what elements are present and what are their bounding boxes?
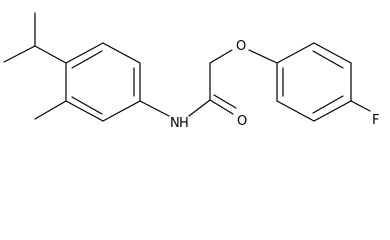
ring2-double-bond-b — [312, 95, 344, 114]
ring-to-nitrogen-bond — [139, 100, 170, 117]
ring2-bond-1 — [276, 42, 315, 64]
ring1-double-bond-a — [71, 50, 103, 69]
ring2-bond-2 — [313, 42, 352, 64]
carbonyl-oxygen-label: O — [237, 114, 247, 129]
fluorophenyl-ring — [276, 42, 352, 122]
ring2-bond-5 — [276, 100, 315, 122]
ring1-double-bond-c — [71, 96, 103, 115]
ring1-bond-5 — [65, 100, 104, 122]
isopropyl-to-ring-bond — [34, 45, 67, 64]
ring1-bond-2 — [102, 42, 141, 64]
dimethylphenyl-ring — [65, 42, 141, 122]
molecule-structure: N H O O F — [3, 12, 379, 131]
ether-oxygen-label: O — [236, 39, 246, 54]
ether-to-ring-bond — [248, 49, 278, 64]
ring1-bond-1 — [65, 42, 104, 64]
isopropyl-group — [3, 12, 67, 64]
nitrogen-to-carbonyl-bond — [188, 99, 211, 117]
carbonyl-double-bond-b — [213, 94, 237, 109]
ring-methyl-bond — [34, 100, 67, 120]
fluorine-label: F — [372, 113, 379, 128]
ring2-double-bond-a — [312, 50, 344, 69]
nitrogen-label: N — [170, 116, 180, 131]
isopropyl-methyl-left-bond — [3, 45, 36, 63]
methylene-to-ether-bond — [209, 49, 233, 64]
ring-to-fluorine-bond — [350, 100, 371, 112]
ring2-bond-4 — [313, 100, 352, 122]
ring1-bond-4 — [102, 100, 141, 122]
carbonyl-double-bond-a — [209, 99, 234, 115]
hydrogen-label: H — [179, 116, 189, 131]
